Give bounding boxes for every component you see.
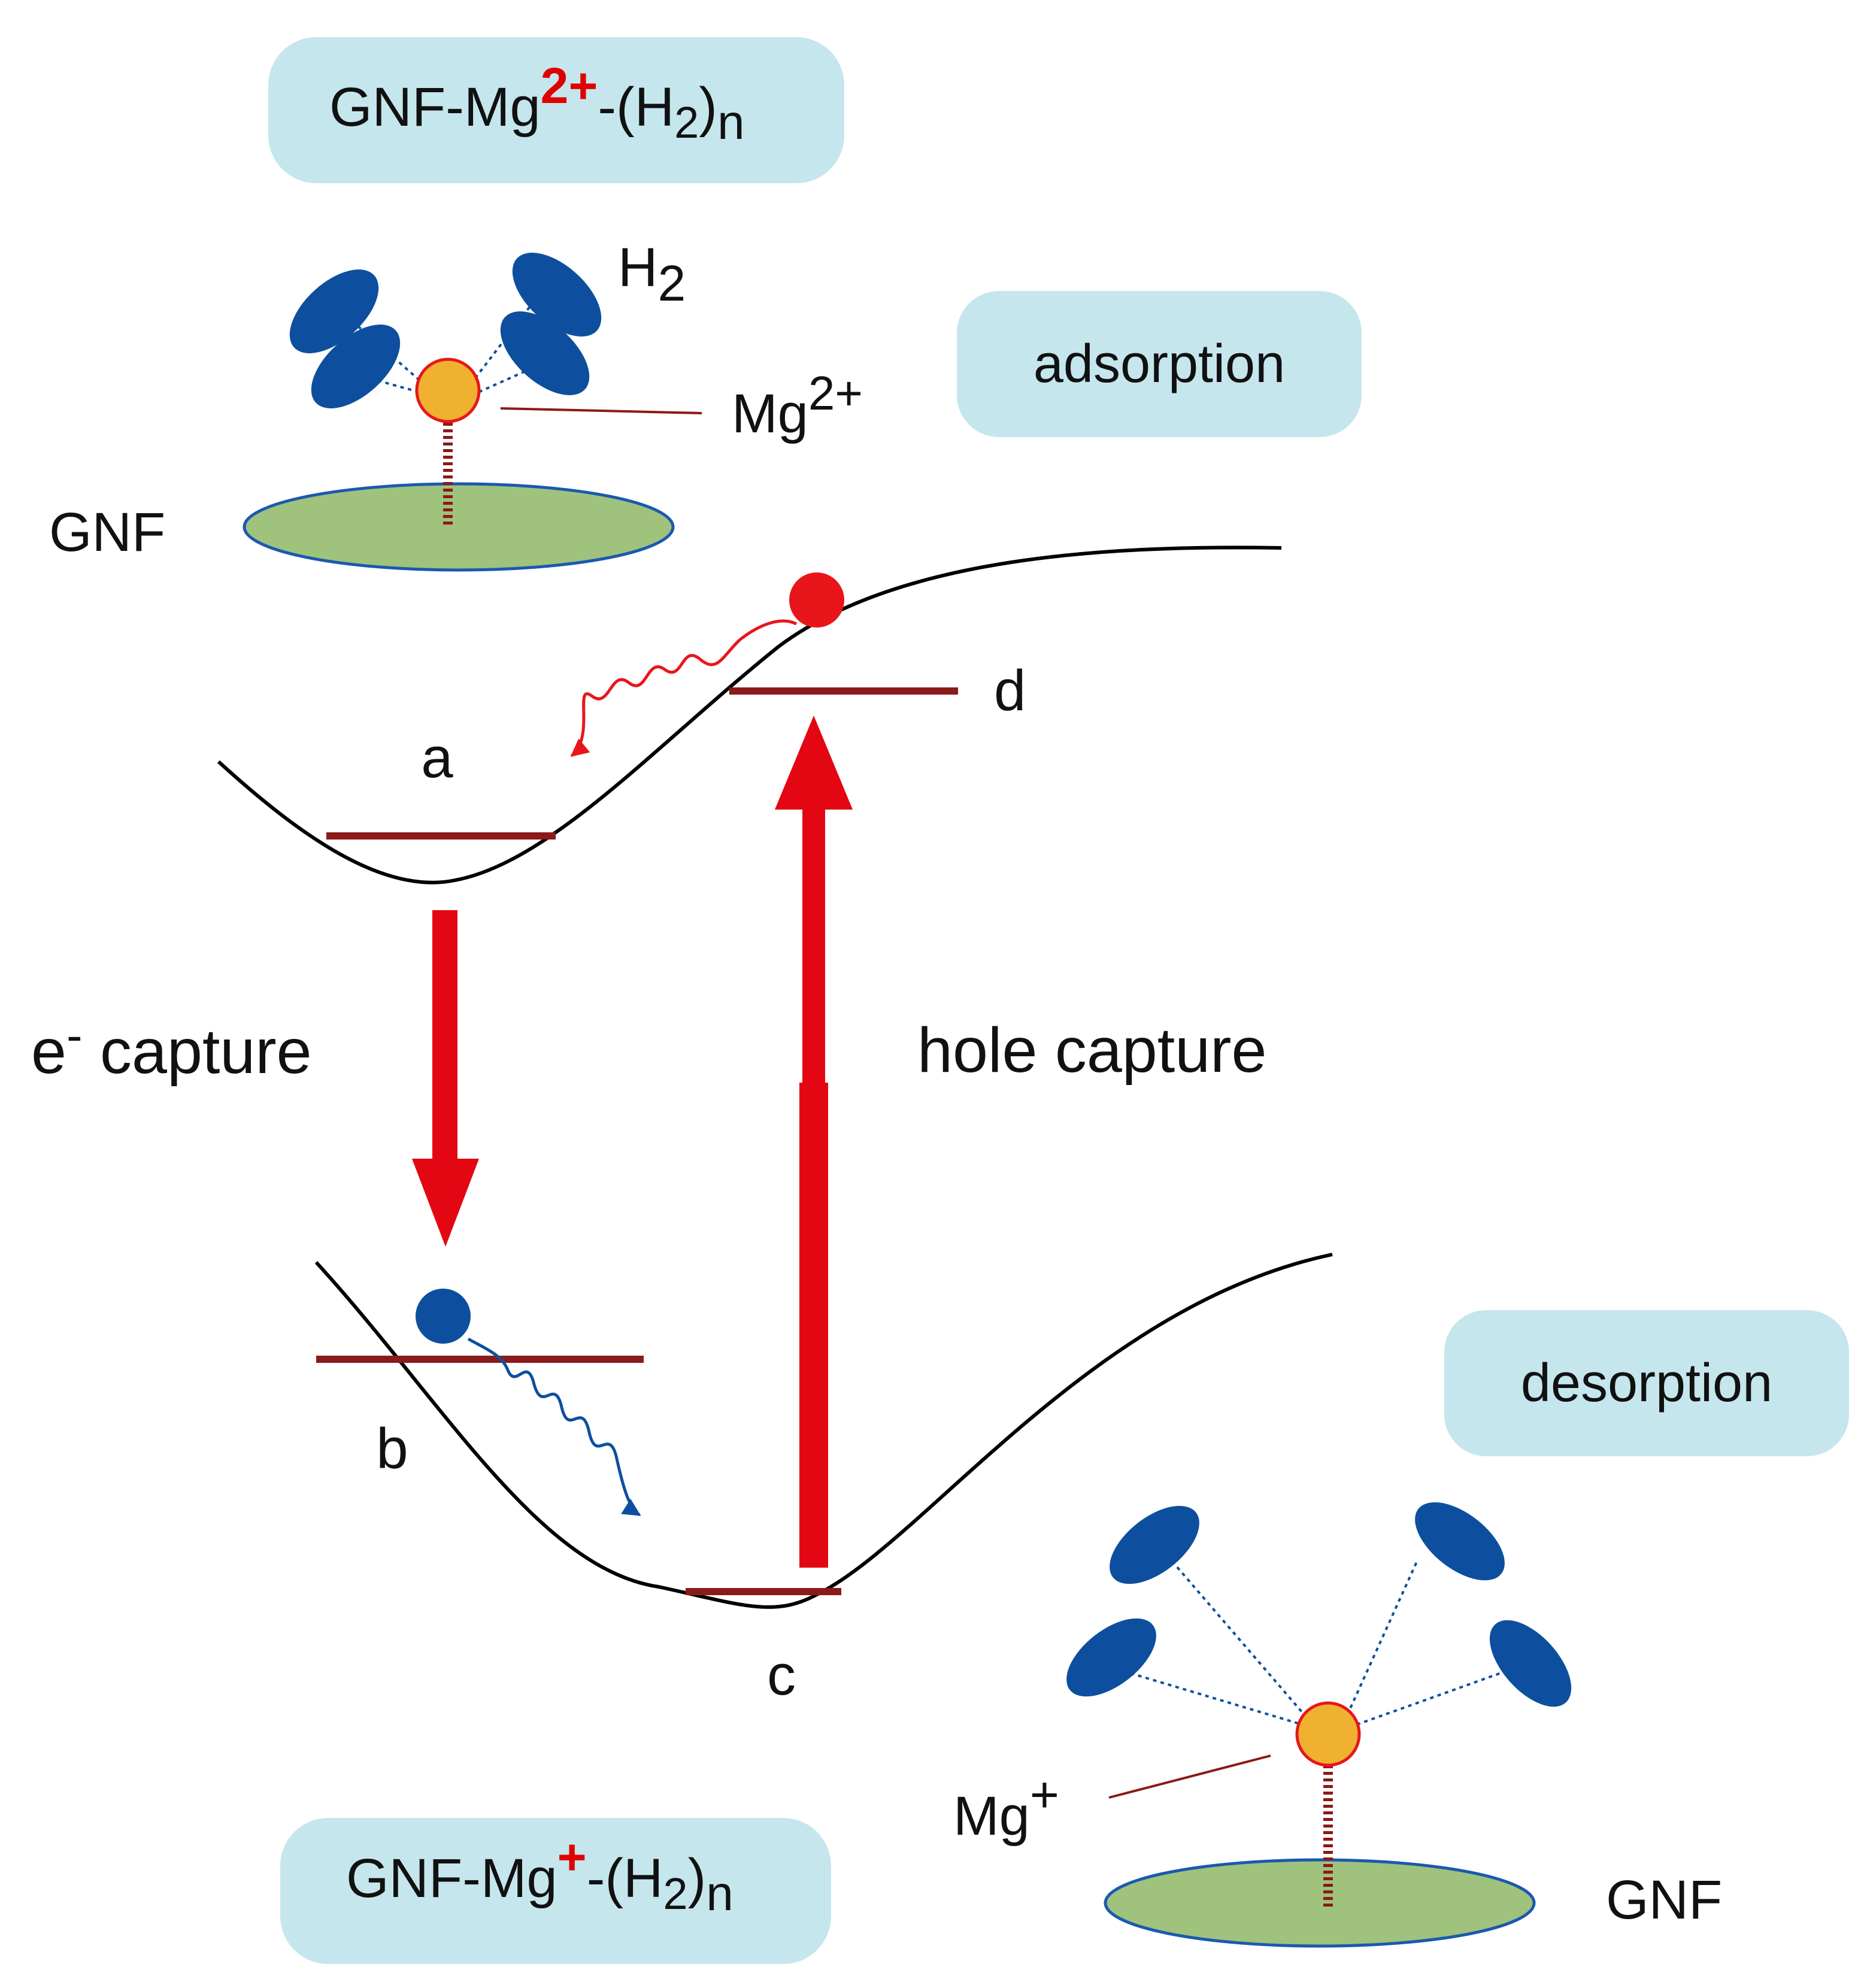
h2-molecule-icon	[1415, 1502, 1505, 1581]
top-formula-box: GNF-Mg2+-(H2)n	[268, 37, 844, 183]
upper-potential-curve	[217, 546, 1282, 884]
hole-capture-label: hole capture	[917, 1015, 1266, 1086]
desorption-label: desorption	[1521, 1353, 1772, 1413]
bottom-formula-text: GNF-Mg+-(H2)n	[346, 1829, 734, 1921]
gnf-surface-bottom	[1104, 1858, 1536, 1948]
h2-molecule-icon	[311, 325, 401, 408]
adsorption-label: adsorption	[1033, 334, 1285, 394]
mg1-label: Mg+	[953, 1766, 1059, 1847]
e-capture-label: e- capture	[31, 1008, 312, 1087]
desorption-box: desorption	[1444, 1310, 1849, 1456]
electron-particle-icon	[416, 1289, 471, 1344]
wavy-emission-blue	[467, 1337, 641, 1517]
h2-label: H2	[618, 237, 686, 311]
mg1-pointer-line	[1108, 1754, 1271, 1799]
mg2-ion-icon	[415, 357, 481, 423]
label-d: d	[994, 659, 1026, 723]
lower-potential-curve	[314, 1253, 1333, 1609]
hole-particle-icon	[789, 572, 844, 628]
h2-molecule-icon	[1066, 1618, 1156, 1697]
label-a: a	[421, 726, 453, 790]
gnf-label-top: GNF	[49, 502, 165, 563]
h2-molecule-icon	[1110, 1505, 1199, 1584]
label-c: c	[767, 1643, 796, 1707]
hole-capture-arrow	[775, 716, 853, 1568]
label-b: b	[376, 1417, 408, 1481]
mg1-ion-icon	[1295, 1701, 1361, 1767]
h2-molecule-icon	[289, 269, 379, 353]
e-capture-arrow	[412, 910, 479, 1247]
adsorption-box: adsorption	[957, 291, 1362, 437]
h2-bonds-bottom	[1125, 1559, 1505, 1726]
h2-molecule-icon	[1489, 1620, 1572, 1707]
mg2-label: Mg2+	[732, 366, 863, 444]
mg2-pointer-line	[500, 407, 702, 414]
adsorbed-complex	[243, 253, 702, 572]
top-formula-text: GNF-Mg2+-(H2)n	[329, 57, 745, 150]
h2-molecule-icon	[500, 311, 590, 395]
desorbed-complex	[1066, 1502, 1572, 1948]
wavy-emission-red	[570, 619, 798, 757]
h2-molecule-icon	[512, 253, 602, 337]
gnf-surface-top	[243, 482, 675, 572]
bottom-formula-box: GNF-Mg+-(H2)n	[280, 1818, 831, 1964]
gnf-label-bottom: GNF	[1606, 1869, 1722, 1931]
